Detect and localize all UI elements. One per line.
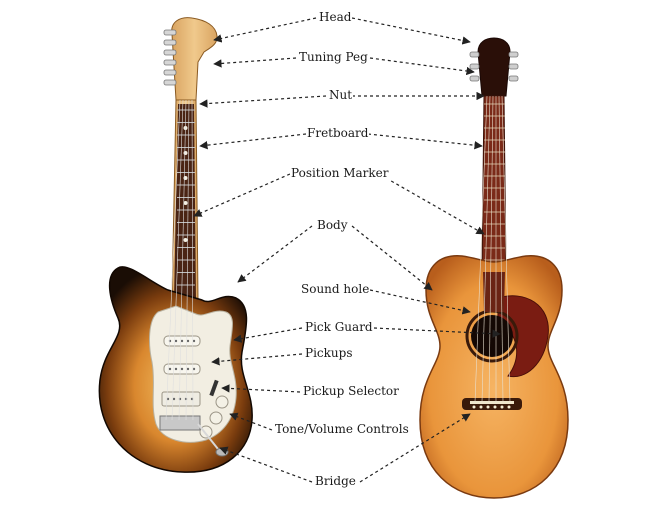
acoustic-sound-hole [465,309,519,363]
electric-position-marker [183,151,188,155]
label-sound-hole: Sound hole [300,282,371,296]
label-body: Body [316,218,349,232]
electric-tuning-pegs [163,29,177,86]
label-head: Head [318,10,353,24]
label-pick-guard: Pick Guard [304,320,374,334]
label-pickups: Pickups [304,346,354,360]
label-bridge: Bridge [314,474,357,488]
label-position-marker: Position Marker [290,166,390,180]
acoustic-guitar [419,37,569,499]
label-nut: Nut [328,88,354,102]
callout-arrows [193,17,501,483]
label-pickup-selector: Pickup Selector [302,384,400,398]
label-fretboard: Fretboard [306,126,370,140]
label-tone-volume-controls: Tone/Volume Controls [274,422,410,436]
acoustic-headstock [477,37,511,97]
label-tuning-peg: Tuning Peg [298,50,369,64]
electric-pickup-selector [209,379,219,397]
electric-headstock [171,17,218,101]
electric-position-marker [183,201,188,205]
electric-position-marker [183,238,188,242]
electric-guitar [98,17,253,473]
electric-bridge [159,415,201,431]
electric-knobs [199,395,229,439]
